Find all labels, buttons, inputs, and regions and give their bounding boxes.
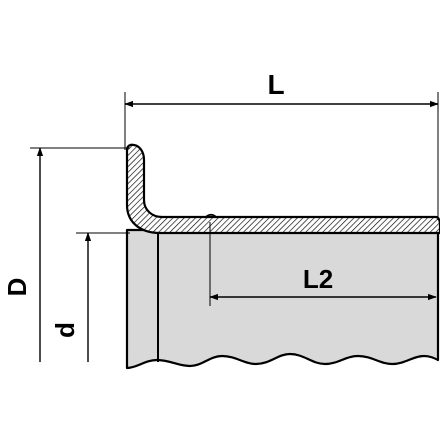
tube-body: [125, 228, 440, 370]
dimension-L2: L2: [209, 222, 437, 306]
dimension-D-label: D: [2, 278, 32, 297]
collar-notch: [205, 213, 217, 218]
collar-section: [125, 143, 440, 235]
dimension-d-label: d: [50, 322, 80, 338]
dimension-L: L: [124, 69, 439, 220]
dimension-L-label: L: [267, 69, 284, 100]
dimension-d: d: [50, 232, 130, 362]
dimension-D: D: [2, 147, 130, 362]
dimension-L2-label: L2: [303, 264, 333, 294]
